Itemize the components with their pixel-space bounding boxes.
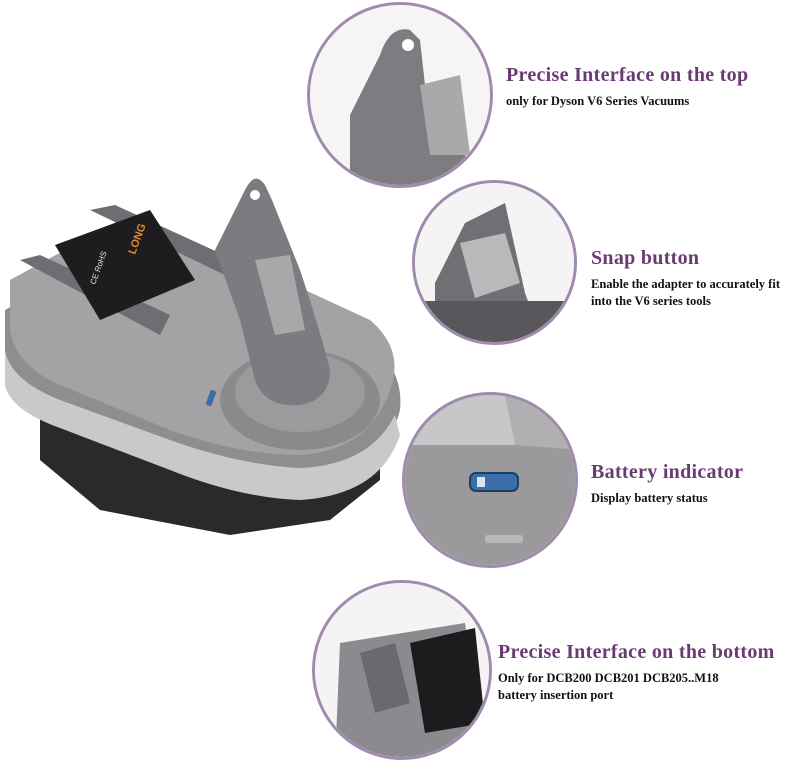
- snap-button-face: [460, 233, 520, 298]
- feature-description: only for Dyson V6 Series Vacuums: [506, 94, 690, 108]
- feature-snap-button: Snap button Enable the adapter to accura…: [591, 247, 791, 310]
- adapter-product-image: LONG CE RoHS: [0, 160, 430, 560]
- adapter-silver-band: [5, 350, 400, 500]
- battery-indicator-zoom: [402, 392, 578, 568]
- adapter-post-hole: [250, 190, 260, 200]
- feature-title: Snap button: [591, 247, 700, 269]
- feature-title: Battery indicator: [591, 461, 744, 483]
- feature-description: Only for DCB200 DCB201 DCB205..M18 batte…: [498, 671, 719, 702]
- adapter-label-bg: [55, 210, 195, 320]
- feature-title: Precise Interface on the top: [506, 64, 749, 86]
- bottom-label: [410, 628, 485, 733]
- snap-button-zoom: [412, 180, 577, 345]
- adapter-illustration: LONG CE RoHS: [5, 178, 401, 535]
- bottom-interface-zoom: [312, 580, 492, 760]
- feature-top-interface: Precise Interface on the top only for Dy…: [506, 64, 748, 110]
- feature-bottom-interface: Precise Interface on the bottom Only for…: [498, 641, 775, 704]
- feature-title: Precise Interface on the bottom: [498, 641, 775, 663]
- top-post-hole-zoom: [402, 39, 414, 51]
- adapter-battery-indicator: [206, 390, 216, 406]
- feature-description: Display battery status: [591, 491, 708, 505]
- top-interface-zoom: [307, 2, 493, 188]
- feature-description: Enable the adapter to accurately fit int…: [591, 277, 780, 308]
- feature-battery-indicator: Battery indicator Display battery status: [591, 461, 743, 507]
